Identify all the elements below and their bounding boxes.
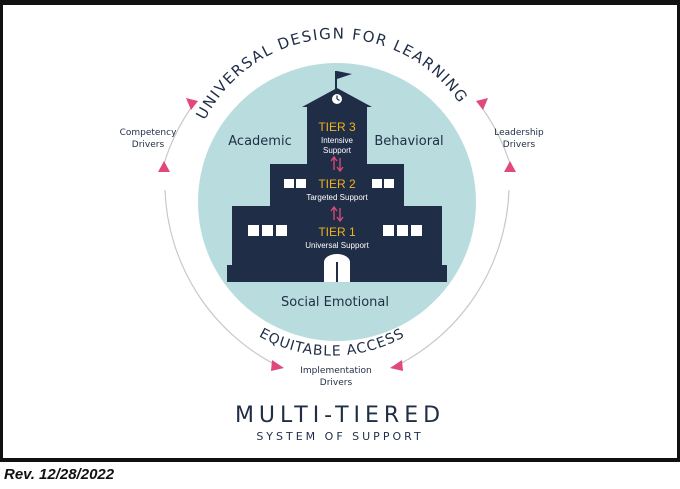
- tier3-label: TIER 3: [318, 120, 356, 134]
- competency-drivers-line1: Competency: [120, 128, 178, 138]
- clock-icon: [332, 94, 342, 104]
- mtss-diagram: UNIVERSAL DESIGN FOR LEARNING EQUITABLE …: [120, 25, 544, 388]
- tier3-desc-line1: Intensive: [321, 136, 354, 145]
- ring-segment-bottom-left: [164, 189, 279, 367]
- arrowhead-left: [158, 161, 170, 172]
- arrowhead-bottom-left: [271, 360, 284, 371]
- arrowhead-right: [504, 161, 516, 172]
- door-icon: [324, 254, 350, 282]
- flag: [337, 71, 352, 79]
- tier3-desc-line2: Support: [323, 146, 352, 155]
- arrowhead-top-left: [186, 98, 198, 110]
- competency-drivers-line2: Drivers: [132, 140, 165, 150]
- tower: [307, 106, 367, 164]
- tier2-desc: Targeted Support: [306, 193, 368, 202]
- flag-pole: [335, 71, 337, 93]
- windows: [248, 179, 422, 236]
- arrow-up-tier1-2: [330, 205, 338, 220]
- title-main: MULTI-TIERED: [234, 403, 446, 428]
- domain-academic: Academic: [228, 134, 291, 149]
- tier2-label: TIER 2: [318, 177, 356, 191]
- tier1-label: TIER 1: [318, 225, 356, 239]
- leadership-drivers-line1: Leadership: [494, 128, 544, 138]
- arrowhead-bottom-right: [390, 360, 403, 371]
- revision-date: Rev. 12/28/2022: [4, 466, 115, 483]
- ring-arrowheads: [158, 98, 516, 371]
- title-sub: SYSTEM OF SUPPORT: [256, 430, 424, 443]
- ring-segment-bottom-right: [395, 189, 510, 367]
- domain-social-emotional: Social Emotional: [281, 295, 389, 310]
- tier-arrows: [330, 155, 344, 223]
- leadership-drivers-line2: Drivers: [503, 140, 536, 150]
- domain-behavioral: Behavioral: [374, 134, 443, 149]
- implementation-drivers-line1: Implementation: [300, 366, 371, 376]
- tier1-desc: Universal Support: [305, 241, 369, 250]
- arrow-down-tier3-2: [336, 158, 344, 173]
- arrow-down-tier2-1: [336, 208, 344, 223]
- arrowhead-top-right: [476, 98, 488, 110]
- implementation-drivers-line2: Drivers: [320, 378, 353, 388]
- arrow-up-tier2-3: [330, 155, 338, 170]
